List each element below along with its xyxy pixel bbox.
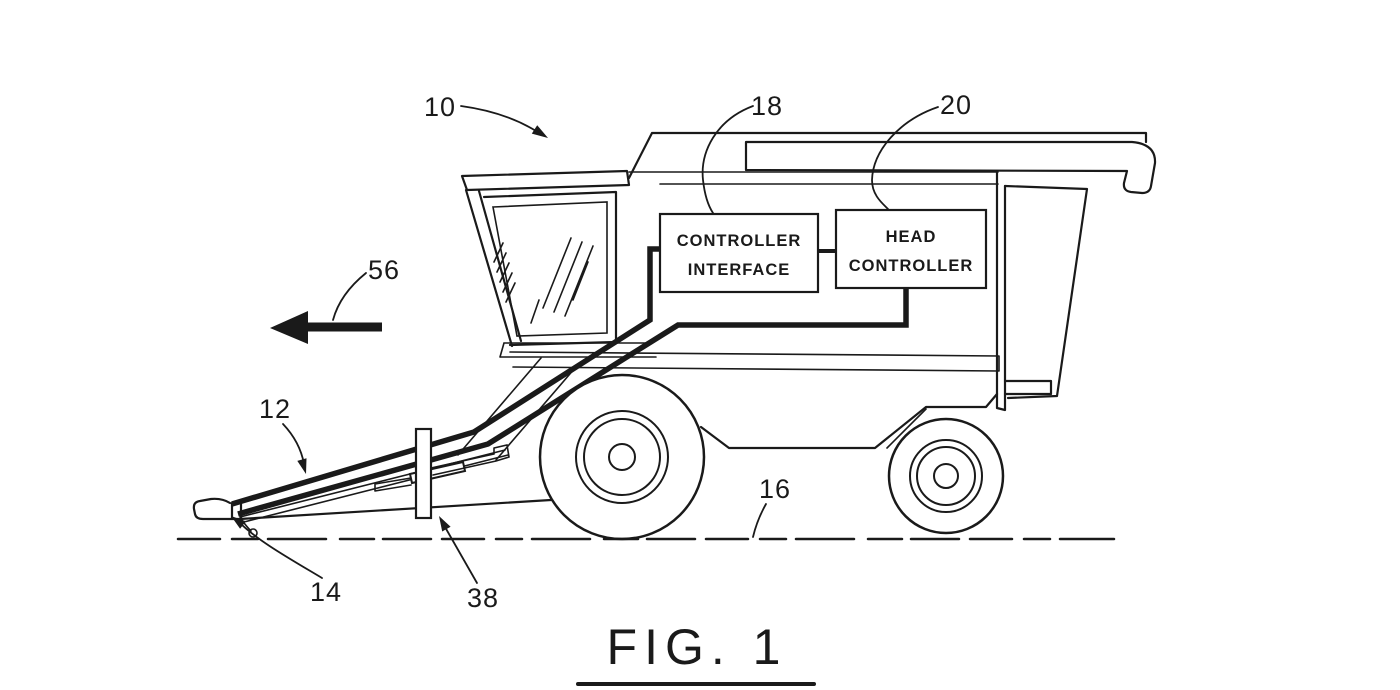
label-20: 20 xyxy=(940,90,972,120)
body-top-line xyxy=(628,171,999,185)
actuator-rod-right xyxy=(430,444,510,476)
leader-10 xyxy=(460,105,537,132)
label-10: 10 xyxy=(424,92,456,122)
head-controller-label-line1: HEAD xyxy=(886,228,937,246)
post-hatching xyxy=(493,242,516,303)
arrowhead-12 xyxy=(297,458,307,474)
label-14: 14 xyxy=(310,577,342,607)
arrowhead-10 xyxy=(531,125,548,138)
wheels xyxy=(538,373,1005,541)
figure-caption: FIG. 1 xyxy=(607,619,788,675)
underbody xyxy=(699,392,999,450)
mount-bracket xyxy=(414,427,433,520)
cab-window-frame-inner xyxy=(492,201,608,337)
rear-step xyxy=(1003,379,1053,396)
controller-interface-label-line2: INTERFACE xyxy=(688,261,791,279)
leader-56 xyxy=(332,272,367,321)
arrowhead-14 xyxy=(231,516,246,529)
leader-18 xyxy=(701,105,754,214)
label-56: 56 xyxy=(368,255,400,285)
controller-boxes: CONTROLLER INTERFACE HEAD CONTROLLER xyxy=(658,208,988,294)
head-controller-label-line2: CONTROLLER xyxy=(849,257,974,275)
controller-interface-box xyxy=(658,212,820,294)
control-cables xyxy=(231,246,909,517)
leader-16 xyxy=(752,503,767,538)
travel-direction-arrow xyxy=(270,272,382,344)
label-38: 38 xyxy=(467,583,499,613)
header-nose xyxy=(192,497,243,521)
figure-caption-group: FIG. 1 xyxy=(576,619,816,686)
cab xyxy=(464,188,618,348)
auger-tube xyxy=(744,140,1157,195)
feederhouse xyxy=(457,357,576,461)
cab-window-frame-outer xyxy=(482,190,618,347)
rear-axle-bracket xyxy=(886,408,927,449)
label-12: 12 xyxy=(259,394,291,424)
head-controller-box xyxy=(834,208,988,290)
leader-12 xyxy=(282,423,305,465)
leader-20 xyxy=(871,106,939,210)
side-rail xyxy=(509,351,1000,372)
label-18: 18 xyxy=(751,91,783,121)
window-glass-hatching xyxy=(530,237,594,324)
cable-head-controller xyxy=(237,288,909,517)
body-right-edge xyxy=(995,170,1007,412)
cable-controller-interface xyxy=(231,246,660,507)
arrowhead-38 xyxy=(439,516,451,532)
reference-numerals: 10 18 20 56 12 14 38 16 xyxy=(231,90,972,613)
front-wheel-hub xyxy=(608,443,636,471)
grain-tank xyxy=(1003,184,1089,400)
direction-arrow-head xyxy=(270,311,308,344)
engine-cover xyxy=(627,131,1148,180)
label-16: 16 xyxy=(759,474,791,504)
combine-body xyxy=(460,131,1157,450)
leader-38 xyxy=(444,526,478,584)
cab-roof xyxy=(460,169,631,192)
controller-interface-label-line1: CONTROLLER xyxy=(677,232,802,250)
leader-14 xyxy=(237,520,323,579)
actuator-rod-left xyxy=(374,477,412,492)
rear-wheel-hub xyxy=(933,463,959,489)
height-sensor-tip xyxy=(248,528,258,538)
